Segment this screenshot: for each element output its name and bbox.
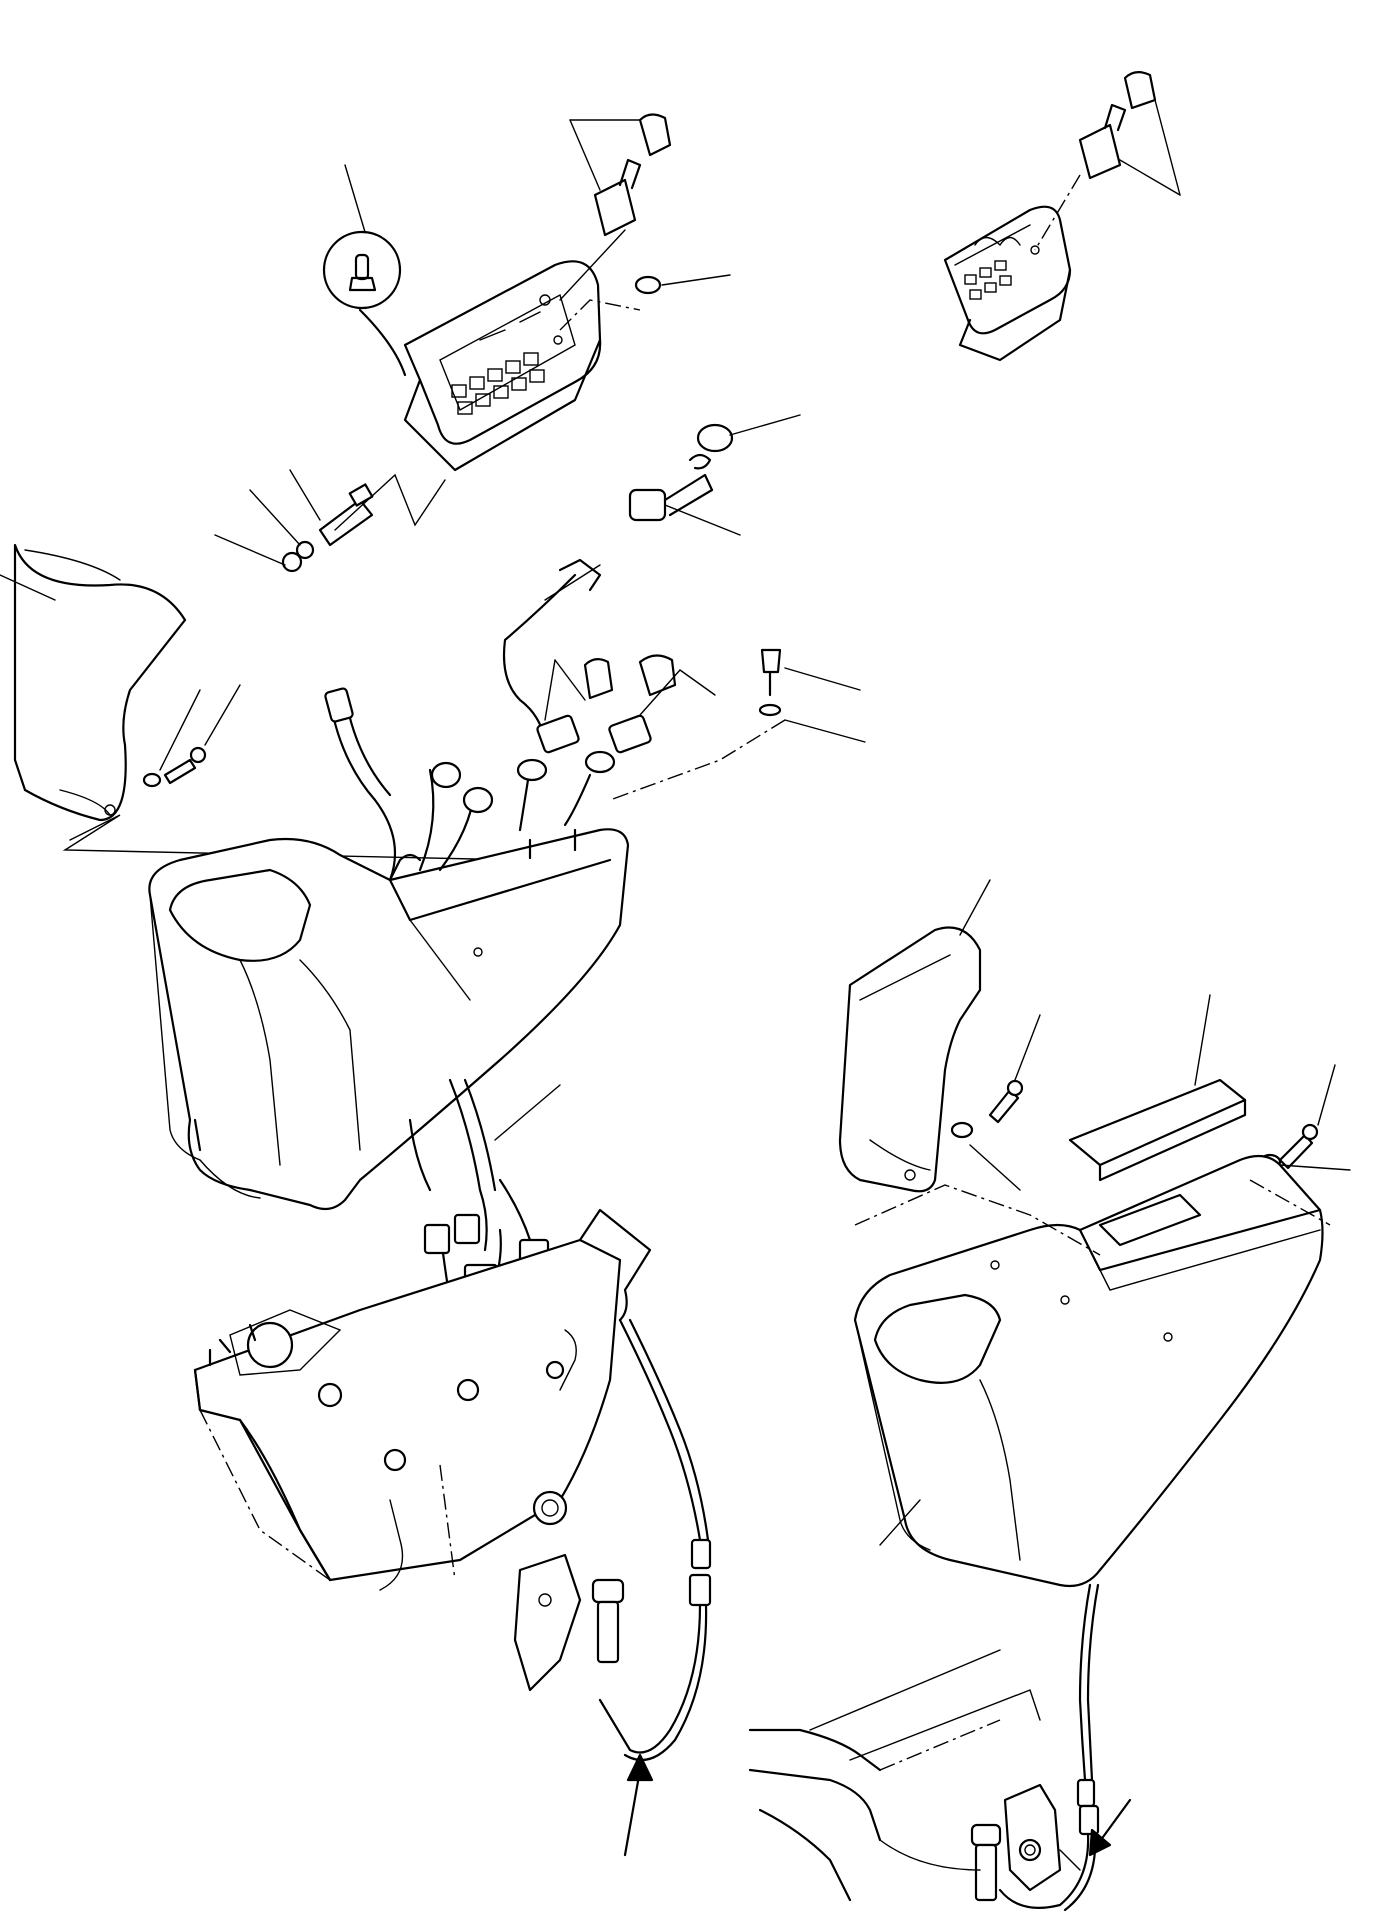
lever-nut xyxy=(214,469,446,573)
switch-knob-upper xyxy=(559,113,672,301)
armrest-cover-left xyxy=(0,543,521,861)
console-lid-pad xyxy=(1068,994,1247,1182)
monitor-detail-right xyxy=(943,71,1181,362)
base-frame xyxy=(193,1208,652,1591)
key-switch xyxy=(502,414,801,742)
armrest-cover-right xyxy=(838,879,991,1193)
monitor-indicator-grid-right xyxy=(964,260,1012,300)
screw-washer-center xyxy=(609,648,866,801)
console-body-right xyxy=(853,1154,1331,1588)
monitor-indicator-grid xyxy=(451,352,545,415)
bolt-washer-right xyxy=(950,1014,1351,1191)
toggle-switches xyxy=(516,654,716,860)
monitor-panel xyxy=(403,260,602,472)
clip xyxy=(559,274,731,331)
bulb-detail xyxy=(322,164,407,377)
wiring-harness xyxy=(324,687,494,882)
cable-sensor-left xyxy=(513,1318,712,1857)
console-body-main xyxy=(148,828,630,1211)
floor-panel-right xyxy=(748,1649,1081,1902)
cable-sensor-right xyxy=(970,1583,1132,1912)
bolt-washer-left xyxy=(142,684,241,788)
